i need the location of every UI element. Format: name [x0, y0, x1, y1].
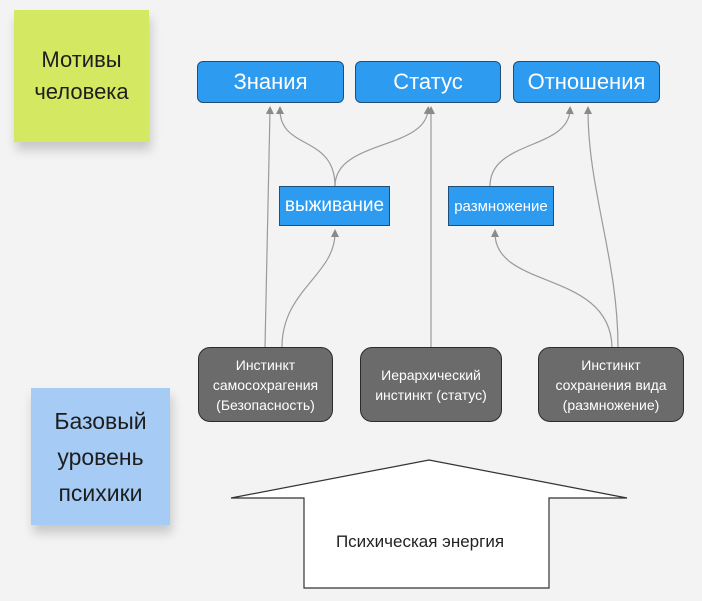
- intermediate-node-survival[interactable]: выживание: [279, 186, 390, 226]
- sticky-note-motives[interactable]: Мотивы человека: [14, 10, 149, 142]
- instinct-node-hierarchical[interactable]: Иерархический инстинкт (статус): [360, 347, 502, 422]
- sticky-base-text: Базовый уровень психики: [54, 407, 147, 506]
- connector-survival-to-knowledge: [276, 106, 336, 187]
- survival-label: выживание: [284, 195, 385, 216]
- connector-self-to-survival: [281, 229, 339, 348]
- energy-arrow-label: Психическая энергия: [335, 532, 505, 551]
- intermediate-node-reproduction[interactable]: размножение: [448, 186, 554, 226]
- connector-self-to-knowledge: [264, 106, 274, 348]
- instinct-node-species[interactable]: Инстинкт сохранения вида (размножение): [538, 347, 684, 422]
- reproduction-label: размножение: [454, 197, 548, 215]
- instinct-node-self-preservation[interactable]: Инстинкт самосохрагения (Безопасность): [198, 347, 333, 422]
- motive-node-relations[interactable]: Отношения: [513, 61, 660, 103]
- motive-node-status[interactable]: Статус: [355, 61, 501, 103]
- instinct-self-label: Инстинкт самосохрагения (Безопасность): [212, 356, 319, 413]
- sticky-motives-text: Мотивы человека: [34, 47, 129, 104]
- motive-node-knowledge[interactable]: Знания: [197, 61, 344, 103]
- motive-status-label: Статус: [393, 69, 463, 94]
- connector-reproduction-to-relations: [489, 106, 574, 187]
- instinct-species-label: Инстинкт сохранения вида (размножение): [555, 356, 667, 413]
- connector-survival-to-status: [334, 106, 432, 187]
- connector-species-to-relations: [584, 106, 619, 348]
- connector-species-to-reproduction: [491, 229, 613, 348]
- sticky-note-base-level[interactable]: Базовый уровень психики: [31, 388, 170, 525]
- motive-relations-label: Отношения: [527, 69, 646, 94]
- motive-knowledge-label: Знания: [233, 69, 308, 94]
- instinct-hier-label: Иерархический инстинкт (статус): [375, 366, 487, 403]
- energy-arrow-shape: [230, 459, 628, 589]
